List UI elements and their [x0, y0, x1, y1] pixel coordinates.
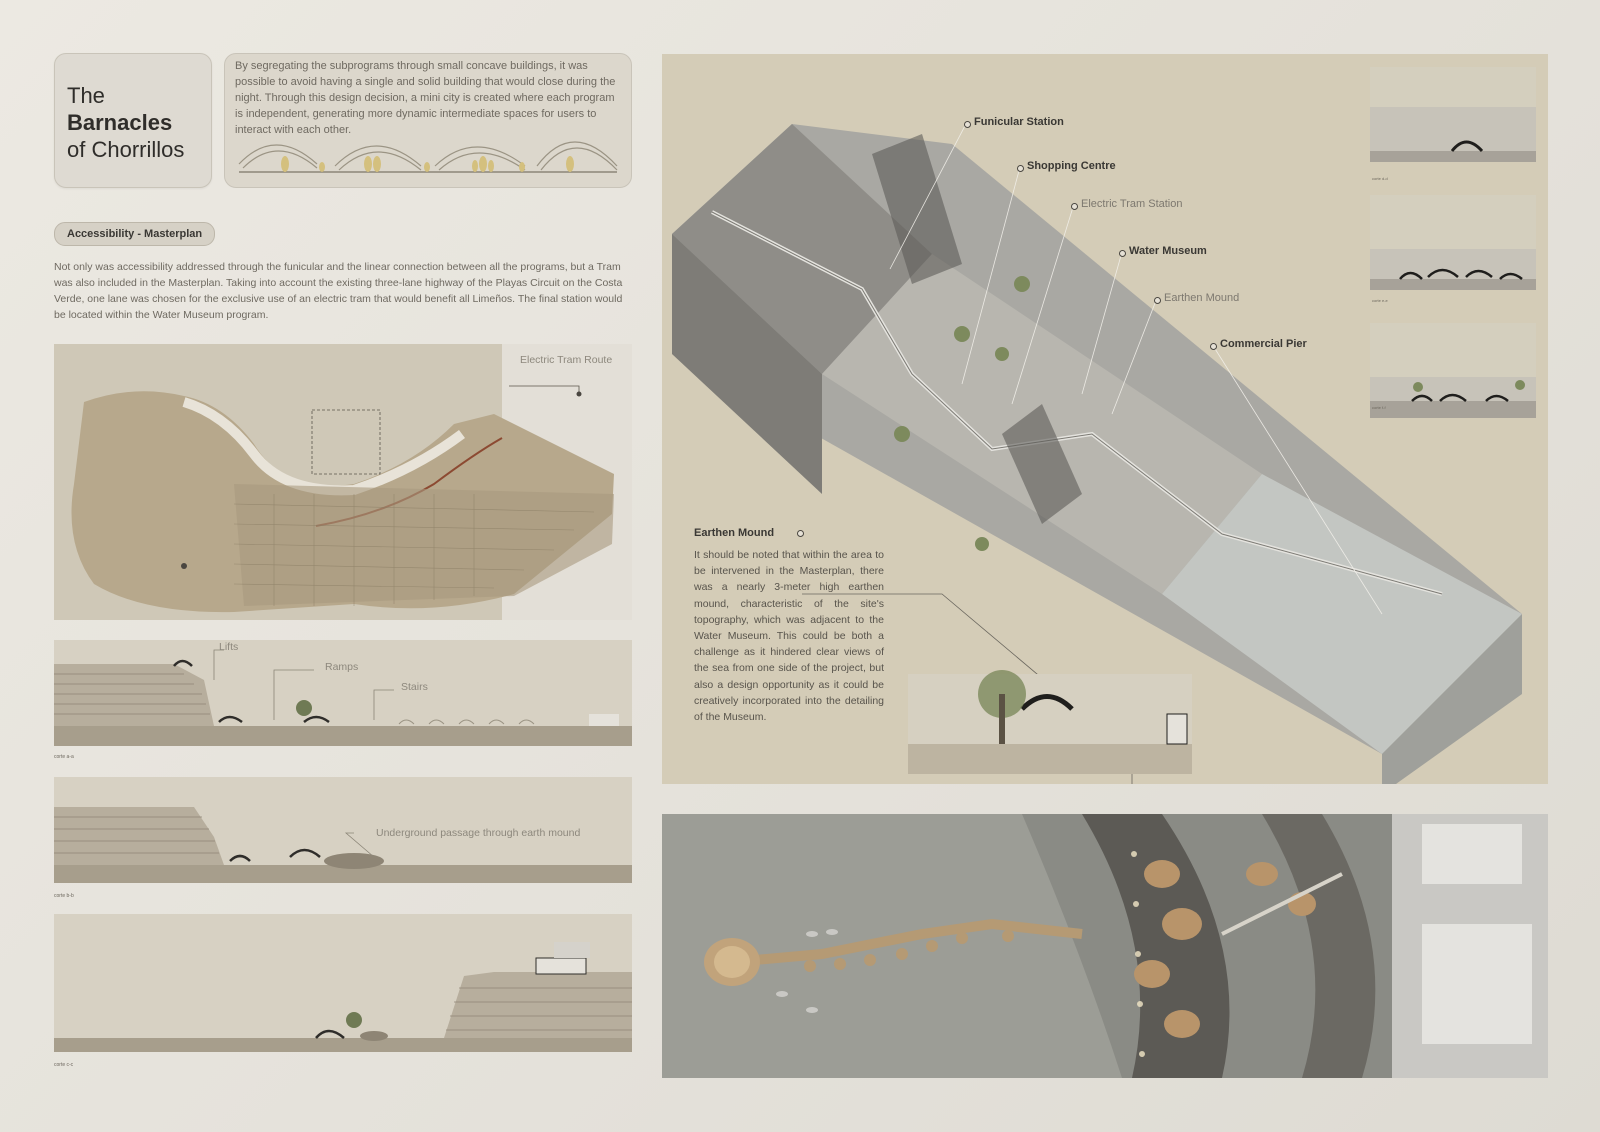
commercial-pier-label: Commercial Pier	[1220, 338, 1307, 350]
masterplan-pill: Accessibility - Masterplan	[54, 222, 216, 246]
commercial-pier-dot	[1210, 343, 1217, 350]
concave-buildings-diagram	[238, 141, 618, 173]
passage-callout: Underground passage through earth mound	[376, 827, 581, 839]
section-a-drawing	[54, 649, 632, 746]
isometric-view: Funicular Station Shopping Centre Electr…	[662, 54, 1548, 794]
ramps-callout: Ramps	[325, 661, 359, 673]
funicular-dot	[964, 121, 971, 128]
section-thumbnail-2	[1370, 195, 1536, 290]
water-museum-label: Water Museum	[1129, 245, 1207, 257]
title-line-3: of Chorrillos	[67, 137, 185, 162]
section-thumbnail-1	[1370, 67, 1536, 162]
earthen-mound-dot	[1154, 297, 1161, 304]
thumbnail-1-label: corte d-d	[1372, 176, 1388, 181]
stairs-callout: Stairs	[401, 681, 428, 693]
intro-card: By segregating the subprograms through s…	[224, 53, 632, 188]
intro-text: By segregating the subprograms through s…	[235, 60, 616, 136]
thumbnail-2-drawing	[1370, 195, 1536, 290]
title-line-1: The	[67, 83, 105, 108]
shopping-centre-label: Shopping Centre	[1027, 160, 1116, 172]
tram-station-label: Electric Tram Station	[1081, 198, 1183, 210]
title-card: The Barnacles of Chorrillos	[54, 53, 212, 188]
section-b-label: corte b-b	[54, 893, 74, 899]
section-c-c	[54, 914, 632, 1052]
aerial-render-drawing	[704, 814, 1548, 1078]
thumbnail-3-drawing	[1370, 323, 1536, 418]
isometric-drawing	[672, 121, 1522, 794]
water-museum-dot	[1119, 250, 1126, 257]
tram-station-dot	[1071, 203, 1078, 210]
section-thumbnail-3	[1370, 323, 1536, 418]
section-c-label: corte c-c	[54, 1062, 74, 1068]
shopping-dot	[1017, 165, 1024, 172]
funicular-station-label: Funicular Station	[974, 116, 1064, 128]
masterplan-text: Not only was accessibility addressed thr…	[54, 261, 623, 321]
section-a-a: Lifts Ramps Stairs	[54, 640, 632, 746]
earthen-mound-text-dot	[797, 530, 804, 537]
title-line-2: Barnacles	[67, 110, 173, 135]
thumbnail-3-label: corte f-f	[1372, 405, 1386, 410]
aerial-render	[662, 814, 1548, 1078]
tram-route-callout: Electric Tram Route	[520, 354, 613, 366]
earthen-mound-label: Earthen Mound	[1164, 292, 1240, 304]
section-a-label: corte a-a	[54, 754, 74, 760]
thumbnail-2-label: corte e-e	[1372, 298, 1388, 303]
earthen-mound-title: Earthen Mound	[694, 527, 775, 539]
masterplan-map-drawing	[54, 344, 632, 620]
section-b-b: Underground passage through earth mound	[54, 777, 632, 883]
section-c-drawing	[54, 942, 632, 1052]
project-title: The Barnacles of Chorrillos	[67, 82, 184, 163]
lifts-callout: Lifts	[219, 641, 239, 653]
section-b-drawing	[54, 807, 632, 883]
masterplan-map: Electric Tram Route	[54, 344, 632, 620]
thumbnail-1-drawing	[1370, 67, 1536, 162]
earthen-mound-text: It should be noted that within the area …	[694, 549, 884, 724]
